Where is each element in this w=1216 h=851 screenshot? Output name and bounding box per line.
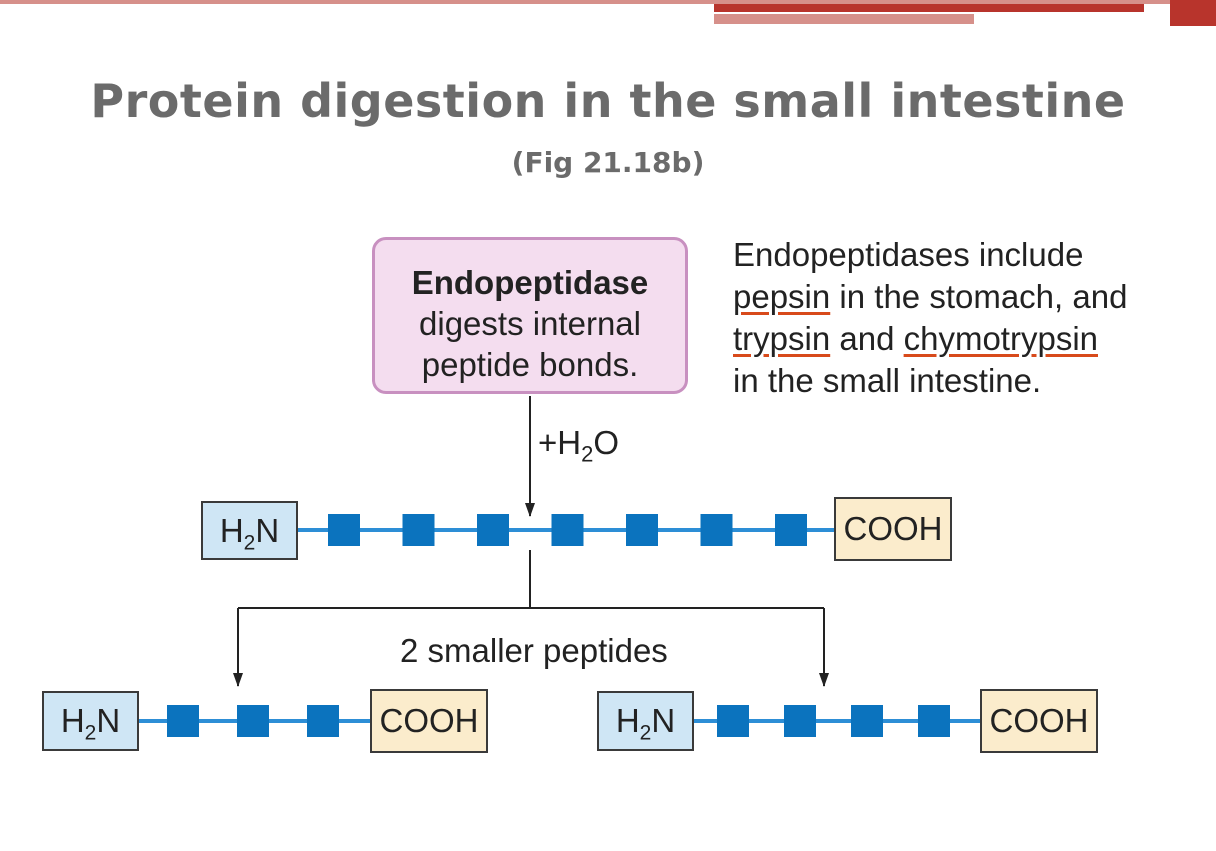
enzyme-desc-line-3: peptide bonds.: [421, 346, 639, 383]
top-bar-accent-light: [714, 14, 974, 24]
right-product-residue-1: [717, 705, 749, 737]
left-product-residue-2: [237, 705, 269, 737]
n-label-sub: 2: [84, 721, 97, 745]
endopeptidase-note: Endopeptidases include pepsin in the sto…: [733, 234, 1203, 402]
n-label-n: N: [255, 512, 280, 549]
c-terminus-right-product: COOH: [980, 689, 1098, 753]
n-label-h: H: [219, 512, 244, 549]
c-terminus-left-product: COOH: [370, 689, 488, 753]
slide-header-bars: [0, 0, 1216, 26]
top-bar-stripe: [1170, 0, 1216, 26]
c-terminus-main: COOH: [834, 497, 952, 561]
right-product-residue-2: [784, 705, 816, 737]
water-prefix: +H: [538, 424, 582, 461]
n-terminus-main: H2N: [201, 501, 298, 560]
top-bar: [0, 0, 1216, 4]
slide-title: Protein digestion in the small intestine: [90, 74, 1126, 128]
right-product-residue-4: [918, 705, 950, 737]
note-and: and: [830, 320, 904, 357]
right-product-residue-3: [851, 705, 883, 737]
water-suffix: O: [593, 424, 620, 461]
original-peptide-residue-3: [477, 514, 509, 546]
c-label: COOH: [843, 510, 943, 547]
original-peptide-residue-2: [402, 514, 435, 546]
water-label: +H2O: [538, 424, 619, 468]
enzyme-desc-line-2: digests internal: [419, 305, 641, 342]
original-peptide-residue-5: [626, 514, 658, 546]
original-peptide-residue-1: [328, 514, 360, 546]
n-label-sub: 2: [639, 721, 652, 745]
n-label-n: N: [651, 702, 676, 739]
note-line-4: in the small intestine.: [733, 362, 1042, 399]
n-label-h: H: [60, 702, 85, 739]
n-label-h: H: [615, 702, 640, 739]
note-line-2: pepsin in the stomach, and: [733, 276, 1203, 318]
original-peptide-residue-4: [551, 514, 584, 546]
top-bar-accent: [714, 4, 1144, 12]
enzyme-box: Endopeptidase digests internal peptide b…: [372, 237, 688, 394]
note-line-2-rest: in the stomach, and: [830, 278, 1128, 315]
left-product-residue-3: [307, 705, 339, 737]
n-label-sub: 2: [243, 531, 256, 555]
original-peptide-residue-7: [775, 514, 807, 546]
left-product-residue-1: [167, 705, 199, 737]
chymotrypsin-term: chymotrypsin: [903, 320, 1098, 357]
water-subscript: 2: [581, 441, 594, 467]
enzyme-name: Endopeptidase: [411, 264, 649, 301]
trypsin-term: trypsin: [733, 320, 831, 357]
peptide-chains: [139, 514, 980, 737]
split-label: 2 smaller peptides: [400, 632, 668, 669]
pepsin-term: pepsin: [733, 278, 831, 315]
note-line-3: trypsin and chymotrypsin: [733, 318, 1203, 360]
original-peptide-residue-6: [700, 514, 733, 546]
n-label-n: N: [96, 702, 121, 739]
n-terminus-left-product: H2N: [42, 691, 139, 751]
c-label: COOH: [379, 702, 479, 739]
slide-subtitle: (Fig 21.18b): [511, 146, 705, 179]
c-label: COOH: [989, 702, 1089, 739]
note-line-1: Endopeptidases include: [733, 236, 1084, 273]
n-terminus-right-product: H2N: [597, 691, 694, 751]
